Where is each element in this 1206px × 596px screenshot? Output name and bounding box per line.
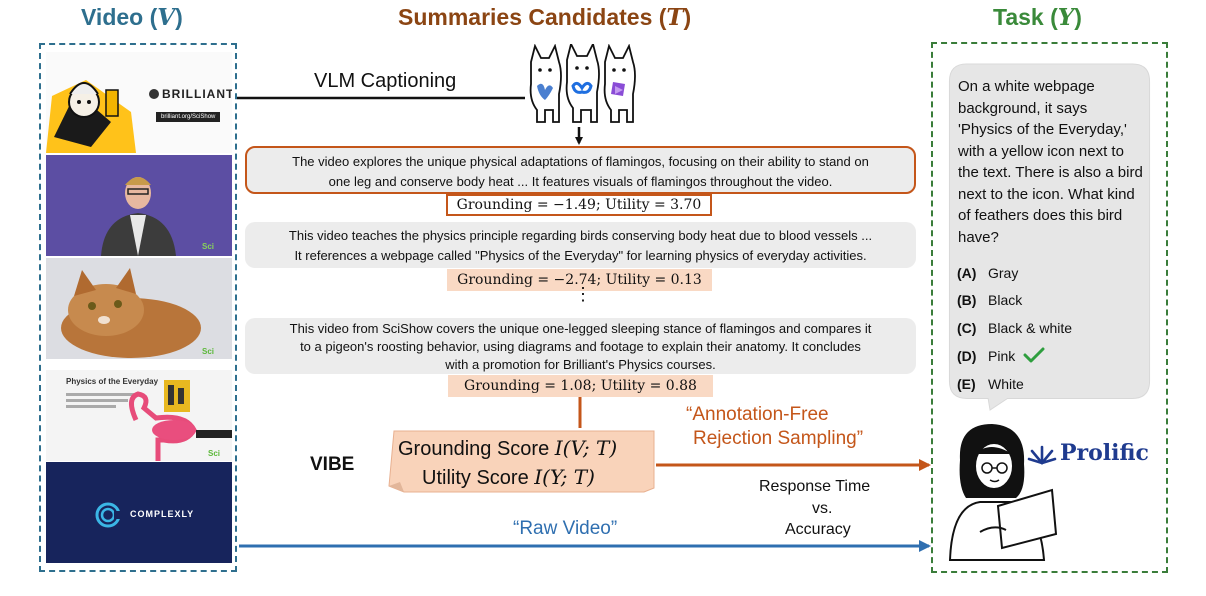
vibe-grounding-score: Grounding Score I(V; T) [398,436,618,460]
prolific-logo-icon [1027,445,1057,465]
option-e: (E) White [957,376,1024,392]
response-time-label-line-2: vs. [812,500,833,517]
ellipsis-vertical: ⋮ [574,284,592,304]
option-e-letter: (E) [957,376,976,392]
vibe-label: VIBE [310,454,355,475]
summary-3-line-2: to a pigeon's roosting behavior, using d… [300,339,861,354]
response-time-label-line-3: Accuracy [785,521,851,538]
brilliant-logo-text: BRILLIANT [162,87,232,101]
option-d-text: Pink [988,348,1016,364]
summary-3-score: Grounding = 1.08; Utility = 0.88 [448,375,713,397]
option-b: (B) Black [957,292,1022,308]
summary-3-line-1: This video from SciShow covers the uniqu… [289,321,872,336]
summary-candidate-2: This video teaches the physics principle… [245,222,916,268]
option-a-letter: (A) [957,265,977,281]
frame-3-illustration: Sci [46,258,232,359]
vlm-captioning-label: VLM Captioning [314,70,457,92]
rejection-sampling-label-line-2: Rejection Sampling” [693,428,864,449]
summary-2-line-2: It references a webpage called "Physics … [294,248,867,263]
summary-candidate-1: The video explores the unique physical a… [245,146,916,194]
option-c-letter: (C) [957,320,977,336]
annotator-person-icon [948,424,1058,561]
video-frame-4: Sci Physics of the Everyday [46,360,232,461]
video-frame-1: BRILLIANT brilliant.org/SciShow [46,52,232,153]
option-d: (D) Pink [957,347,1045,364]
summary-2-score: Grounding = −2.74; Utility = 0.13 [447,269,712,291]
task-question: On a white webpage background, it says '… [958,78,1143,246]
llama-models-icon [529,44,636,123]
vibe-utility-score: Utility Score I(Y; T) [422,465,595,489]
svg-text:Sci: Sci [202,242,214,251]
option-b-text: Black [988,292,1023,308]
option-c-text: Black & white [988,320,1073,336]
summary-3-line-3: with a promotion for Brilliant's Physics… [445,357,716,372]
option-a: (A) Gray [957,265,1018,281]
vibe-score-box [388,430,655,493]
frame-1-illustration [46,80,159,153]
rejection-sampling-label-line-1: “Annotation-Free [686,404,829,425]
raw-video-label: “Raw Video” [513,518,618,539]
video-frame-2: Sci [46,155,232,256]
video-header: Video (V) [81,4,183,31]
brilliant-url-badge: brilliant.org/SciShow [156,112,221,122]
checkmark-icon [1023,347,1045,363]
frame-2-illustration: Sci [46,155,232,256]
complexly-logo-text: COMPLEXLY [130,509,195,519]
summary-1-score: Grounding = −1.49; Utility = 3.70 [446,194,712,216]
frame-4-illustration: Sci [46,360,232,461]
svg-text:Sci: Sci [208,449,220,458]
physics-everyday-title: Physics of the Everyday [66,377,159,386]
option-d-letter: (D) [957,348,977,364]
summary-2-line-1: This video teaches the physics principle… [288,228,873,243]
prolific-logo-text: Prolific [1060,440,1149,466]
task-header: Task (Y) [993,4,1082,31]
video-container [39,43,237,572]
summaries-header: Summaries Candidates (T) [398,4,692,31]
summary-1-line-1: The video explores the unique physical a… [292,154,869,169]
svg-text:Sci: Sci [202,347,214,356]
summary-1-line-2: one leg and conserve body heat ... It fe… [328,174,833,189]
video-frame-3: Sci [46,258,232,359]
question-speech-bubble [948,63,1151,411]
summary-candidate-3: This video from SciShow covers the uniqu… [245,318,916,374]
response-time-label-line-1: Response Time [759,478,871,495]
option-b-letter: (B) [957,292,977,308]
option-c: (C) Black & white [957,320,1072,336]
option-e-text: White [988,376,1024,392]
option-a-text: Gray [988,265,1019,281]
complexly-logo-icon [46,462,232,563]
task-container [931,42,1168,573]
video-frame-5: COMPLEXLY [46,462,232,563]
